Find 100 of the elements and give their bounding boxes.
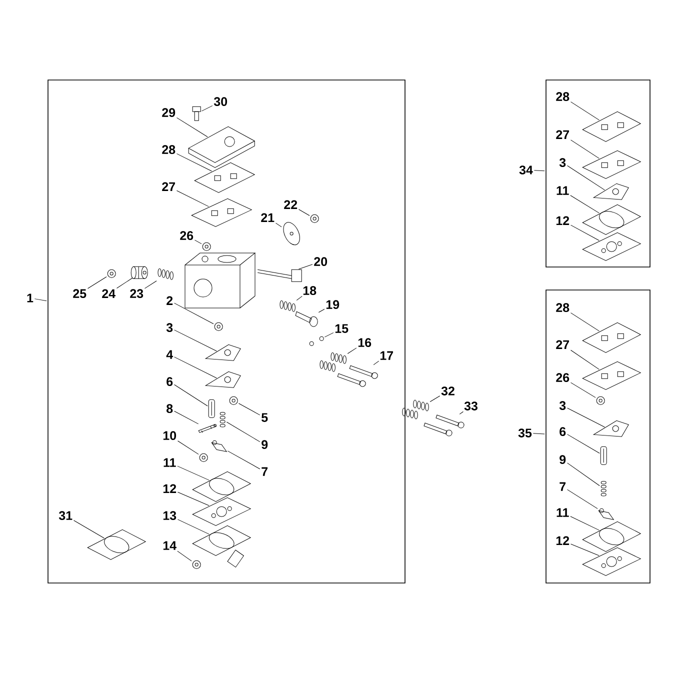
leader-line bbox=[177, 550, 192, 562]
leader-line bbox=[174, 302, 214, 324]
callout-number: 26 bbox=[556, 373, 570, 382]
callout-number: 13 bbox=[163, 511, 176, 520]
leader-line bbox=[174, 410, 199, 424]
balls-drawing bbox=[309, 336, 324, 346]
leader-line bbox=[570, 195, 600, 214]
nut-drawing bbox=[596, 396, 605, 405]
cover-drawing bbox=[192, 525, 251, 568]
valve-plate-drawing bbox=[205, 344, 241, 361]
plate-drawing bbox=[191, 198, 252, 227]
callout-number: 7 bbox=[262, 467, 268, 476]
frame bbox=[546, 290, 650, 584]
callout-number: 30 bbox=[214, 97, 228, 106]
diaphragm-drawing bbox=[582, 232, 641, 261]
callout-number: 19 bbox=[326, 300, 340, 310]
nut-drawing bbox=[107, 269, 116, 278]
callout-number: 14 bbox=[163, 541, 176, 550]
callout-number: 28 bbox=[162, 145, 176, 154]
disc-drawing bbox=[283, 222, 300, 246]
springs-drawing bbox=[402, 400, 429, 420]
leader-line bbox=[534, 170, 545, 172]
leader-line bbox=[276, 222, 282, 228]
needles-drawing bbox=[337, 365, 378, 387]
needles-drawing bbox=[424, 414, 464, 436]
nut-drawing bbox=[192, 560, 201, 569]
spring-drawing bbox=[280, 300, 296, 312]
nut-drawing bbox=[229, 396, 238, 405]
callout-number: 33 bbox=[464, 402, 478, 410]
leader-line bbox=[201, 105, 213, 112]
leader-line bbox=[430, 396, 440, 402]
callout-number: 20 bbox=[314, 257, 328, 266]
leader-line bbox=[298, 264, 313, 270]
callout-number: 26 bbox=[180, 231, 194, 240]
callout-number: 24 bbox=[102, 289, 116, 298]
callout-number: 12 bbox=[163, 484, 176, 493]
callout-number: 10 bbox=[163, 431, 176, 440]
diaphragm-drawing bbox=[582, 547, 641, 576]
pin-drawing bbox=[198, 424, 217, 433]
callout-number: 3 bbox=[559, 158, 566, 168]
leader-line bbox=[176, 190, 209, 207]
leader-line bbox=[174, 384, 208, 406]
leader-line bbox=[324, 332, 334, 338]
leader-line bbox=[318, 308, 325, 313]
leader-line bbox=[88, 276, 107, 289]
leader-line bbox=[567, 165, 606, 190]
callout-number: 6 bbox=[166, 377, 173, 386]
leader-line bbox=[567, 489, 598, 509]
callout-number: 11 bbox=[556, 186, 569, 195]
leader-line bbox=[176, 117, 208, 138]
callout-number: 17 bbox=[380, 351, 393, 360]
callout-number: 5 bbox=[262, 413, 268, 422]
gasket-drawing bbox=[87, 529, 146, 560]
spring-drawing bbox=[220, 412, 226, 428]
leader-line bbox=[570, 350, 600, 370]
leader-line bbox=[567, 408, 605, 428]
leader-line bbox=[570, 382, 596, 398]
leader-line bbox=[567, 434, 600, 454]
callout-number: 11 bbox=[556, 508, 569, 517]
leader-line bbox=[296, 296, 302, 301]
callout-number: 29 bbox=[162, 108, 176, 118]
callout-number: 34 bbox=[519, 166, 533, 174]
leader-line bbox=[298, 209, 310, 216]
screw-drawing bbox=[192, 106, 201, 121]
callout-number: 21 bbox=[261, 213, 274, 222]
valve-plate-drawing bbox=[593, 183, 629, 200]
leader-line bbox=[459, 411, 464, 414]
leader-line bbox=[34, 298, 47, 302]
leader-line bbox=[144, 280, 157, 289]
nut-drawing bbox=[202, 242, 211, 251]
callout-number: 15 bbox=[335, 324, 348, 333]
diaphragm-drawing bbox=[192, 497, 251, 526]
cap-drawing bbox=[130, 266, 148, 279]
nut-drawing bbox=[214, 322, 223, 331]
leader-line bbox=[567, 462, 600, 486]
leader-line bbox=[238, 403, 260, 416]
callout-number: 9 bbox=[262, 440, 268, 450]
frame bbox=[546, 80, 650, 268]
callout-number: 9 bbox=[560, 455, 566, 464]
callout-number: 18 bbox=[303, 286, 316, 296]
callout-number: 31 bbox=[58, 511, 72, 520]
callout-number: 35 bbox=[518, 428, 532, 438]
callout-number: 3 bbox=[559, 401, 566, 410]
leader-line bbox=[570, 312, 600, 332]
valve-plate-drawing bbox=[205, 371, 241, 388]
callout-number: 11 bbox=[164, 458, 176, 467]
callout-number: 25 bbox=[73, 289, 86, 298]
spring-drawing bbox=[158, 268, 174, 280]
callout-number: 28 bbox=[556, 303, 570, 312]
plate-drawing bbox=[582, 322, 641, 353]
lever-drawing bbox=[211, 440, 227, 452]
plate-drawing bbox=[582, 111, 641, 142]
nut-drawing bbox=[310, 214, 319, 223]
leader-line bbox=[116, 278, 133, 288]
frame bbox=[48, 80, 406, 584]
callout-number: 8 bbox=[166, 404, 173, 414]
callout-number: 32 bbox=[441, 386, 454, 396]
callout-number: 7 bbox=[560, 482, 566, 491]
gasket-drawing bbox=[582, 204, 641, 235]
lever-drawing bbox=[257, 269, 302, 282]
